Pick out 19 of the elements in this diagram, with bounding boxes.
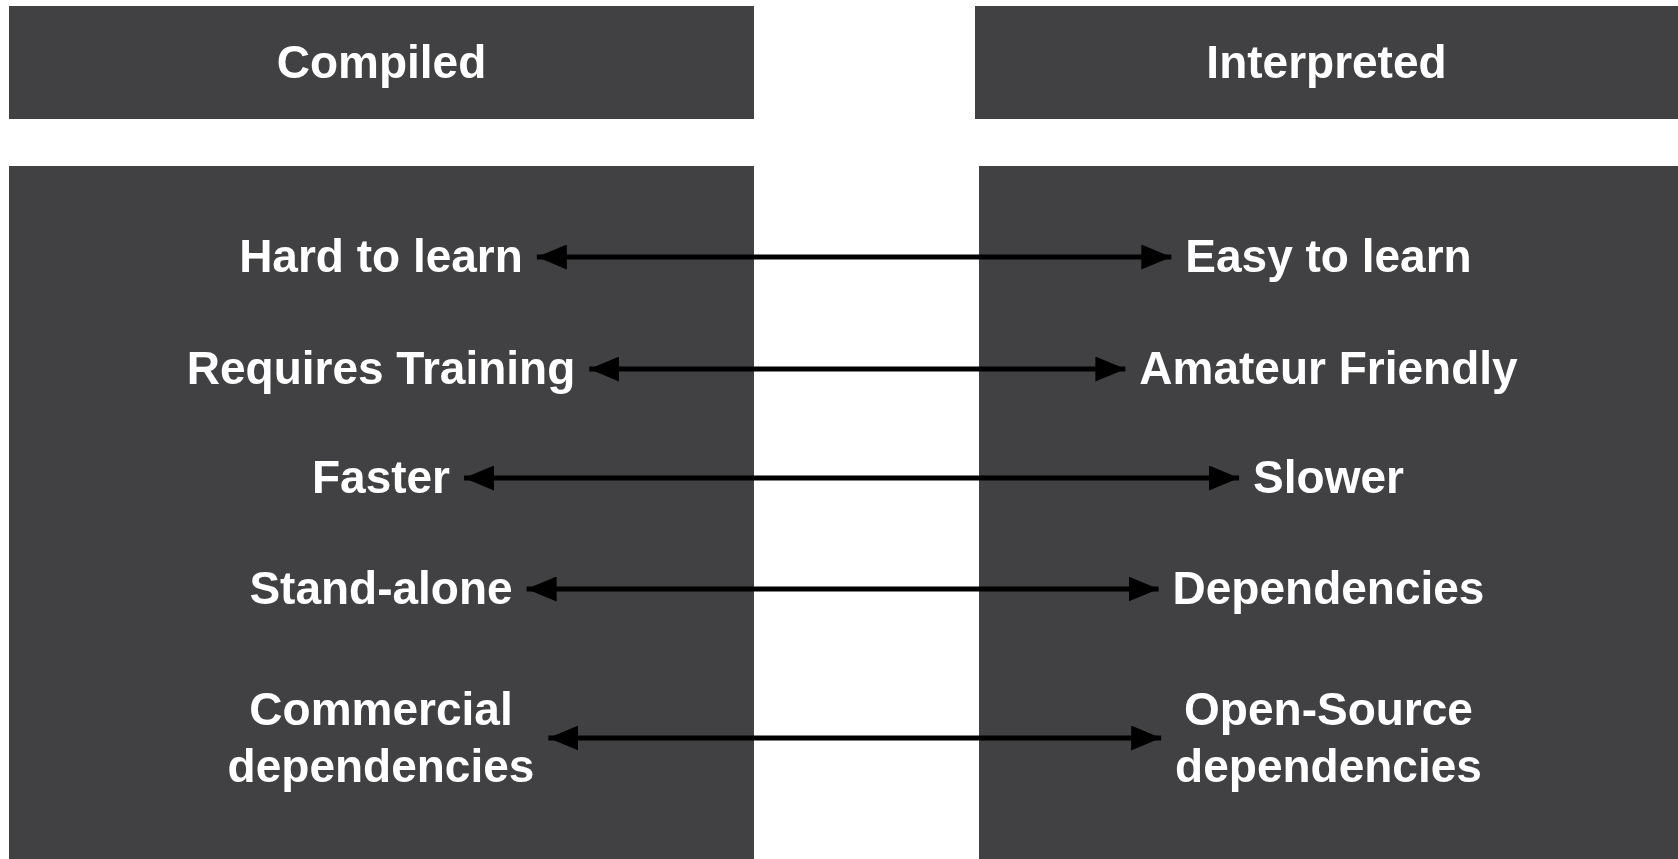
comparison-text: Slower <box>917 443 1678 513</box>
column-header: Compiled <box>9 6 754 119</box>
comparison-text: Commercial dependencies <box>9 663 811 813</box>
comparison-text: Easy to learn <box>917 222 1678 292</box>
comparison-text: Stand-alone <box>9 554 811 624</box>
panel-background <box>9 166 754 859</box>
panel-background <box>979 166 1678 859</box>
column-header: Interpreted <box>975 6 1678 119</box>
comparison-text: Faster <box>9 443 811 513</box>
comparison-text: Open-Source dependencies <box>917 663 1678 813</box>
double-arrow <box>589 356 1126 382</box>
double-arrow <box>548 725 1162 751</box>
double-arrow <box>536 244 1172 270</box>
comparison-text: Requires Training <box>9 334 811 404</box>
comparison-text: Dependencies <box>917 554 1678 624</box>
double-arrow <box>526 576 1159 602</box>
comparison-text: Hard to learn <box>9 222 811 292</box>
comparison-text: Amateur Friendly <box>917 334 1678 404</box>
double-arrow <box>464 465 1240 491</box>
